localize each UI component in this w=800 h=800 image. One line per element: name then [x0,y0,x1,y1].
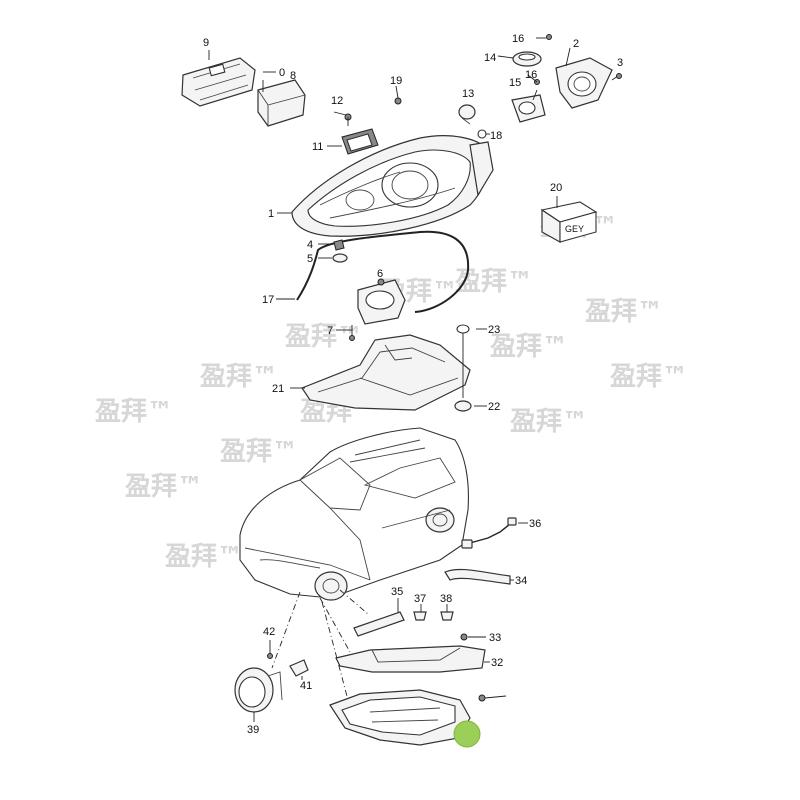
part-9-module-bracket [181,57,256,107]
part-33-side-marker [353,611,405,637]
watermark-layer: 盈拜™ 盈拜™ 盈拜™ 盈拜™ 盈拜™ 盈拜™ 盈拜™ 盈拜™ 盈拜™ 盈拜™ … [94,212,688,572]
callout-39: 42 [263,626,275,638]
callout-38: 41 [300,680,312,692]
callout-3: 3 [617,57,623,69]
callout-0: 0 [279,67,285,79]
callout-5: 5 [307,253,313,265]
watermark: 盈拜™ [584,297,663,327]
part-3-screw [611,73,622,81]
callout-23: 23 [488,324,500,336]
part-20-bulb-box: GEY [540,201,598,244]
part-22-grommet [454,400,472,412]
watermark: 盈拜™ [219,437,298,467]
part-30-lamp [335,645,486,673]
dash-leader [339,589,369,615]
part-35-bulb [413,611,427,621]
callout-6: 6 [377,268,383,280]
part-5-grommet [332,253,348,263]
callout-19: 19 [390,75,402,87]
watermark: 盈拜™ [489,332,568,362]
highlight-circle [453,720,481,748]
callout-32: 34 [515,575,527,587]
part-12-screw [344,113,352,126]
dash-leader [319,597,351,653]
part-6-level-motor [357,278,406,325]
part-23-nut [456,324,470,398]
callout-15: 15 [509,77,521,89]
callout-33: 35 [391,586,403,598]
part-14-cap [512,51,542,67]
part-34-wiring-harness [461,517,517,549]
callout-labels: 9 0 8 16 14 2 3 15 16 19 12 13 18 11 20 … [203,33,623,736]
callout-35: 37 [414,593,426,605]
part-31-screw [460,633,468,641]
part-8-control-unit [257,79,306,127]
part-32-trim-strip [444,568,511,585]
part-2-cover [555,57,613,109]
part-38-fog-bulb [289,659,309,677]
callout-11: 11 [312,141,323,153]
callout-22: 22 [488,401,500,413]
part-18-clip [477,129,487,139]
dash-leader [321,601,349,701]
part-13-bulb-socket [458,104,476,125]
callout-16: 16 [512,33,524,45]
leader-lines [208,37,571,735]
callout-9: 9 [203,37,209,49]
part-42-screw [478,694,486,702]
callout-18: 18 [490,130,502,142]
watermark: 盈拜™ [609,362,688,392]
callout-31: 33 [489,632,501,644]
part-7-screw [349,325,355,341]
watermark: 盈拜™ [454,267,533,297]
part-16-screw [534,34,552,85]
callout-12: 12 [331,95,343,107]
part-17-seal [296,230,470,313]
callout-36: 38 [440,593,452,605]
callout-37: 39 [247,724,259,736]
callout-17: 17 [262,294,274,306]
part-36-bulb [440,611,454,621]
part-21-bracket [301,334,471,411]
callout-8: 8 [290,70,296,82]
callout-7: 7 [327,325,333,337]
part-11-ballast [341,128,379,155]
dash-leader [271,591,301,669]
callout-13: 13 [462,88,474,100]
callout-4: 4 [307,239,313,251]
watermark: 盈拜™ [164,542,243,572]
part-39-screw [267,640,273,659]
watermark: 盈拜™ [509,407,588,437]
callout-16b: 16 [525,69,537,81]
watermark: 盈拜™ [124,472,203,502]
part-19-screw [394,97,402,105]
callout-34: 36 [529,518,541,530]
callout-2: 2 [573,38,579,50]
part-4-nut [333,239,345,251]
part-1-headlight-housing [291,135,494,237]
callout-1: 1 [268,208,274,220]
part-37-fog-lamp [234,667,283,713]
part-41-daytime-lamp [329,689,471,746]
callout-21: 21 [272,383,284,395]
watermark: 盈拜™ [94,397,173,427]
box-label: GEY [565,224,584,234]
part-15-adjuster [511,94,546,123]
callout-20: 20 [550,182,562,194]
watermark: 盈拜™ [199,362,278,392]
callout-14: 14 [484,52,496,64]
car-outline [239,427,469,601]
callout-30: 32 [491,657,503,669]
